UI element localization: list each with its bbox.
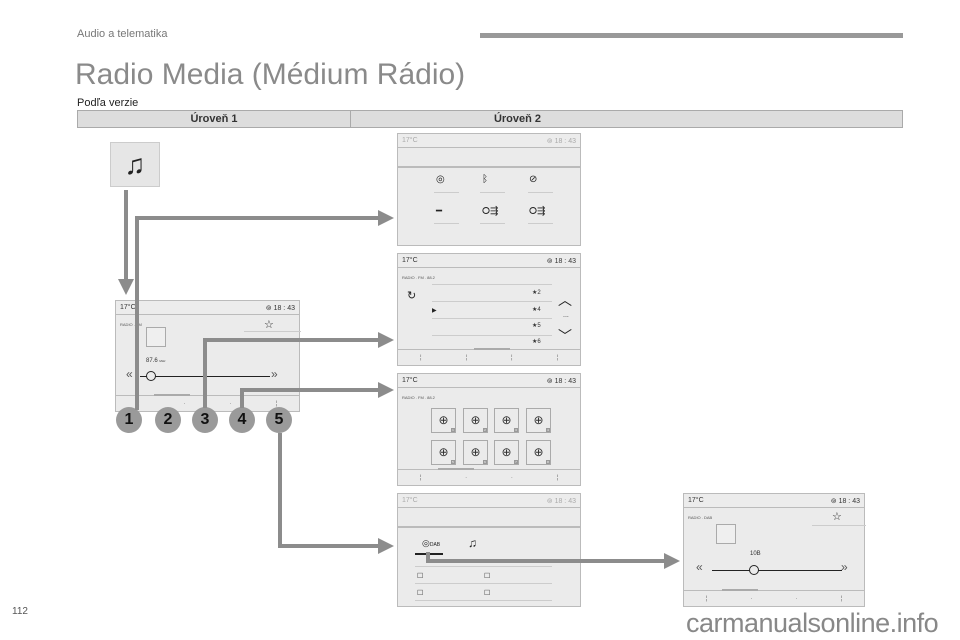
aux-icon[interactable]: ━ [436, 206, 443, 217]
preset-4[interactable]: ★4 [532, 307, 541, 313]
tuning-slider[interactable] [712, 570, 842, 571]
checkbox[interactable]: ☐ [417, 590, 424, 597]
preset-button[interactable]: ⊕8 [526, 440, 551, 465]
preset-5[interactable]: ★5 [532, 323, 541, 329]
play-icon: ▶ [432, 308, 437, 314]
usb-icon[interactable]: ⭘⇶ [482, 206, 499, 217]
checkbox[interactable]: ☐ [417, 573, 424, 580]
station-list-screen: 17°C⊚ 18 : 43 RADIO . FM . 88.2 ↻ ▶ ★2 ★… [397, 253, 581, 366]
favorite-star-icon[interactable]: ☆ [264, 319, 274, 331]
table-header: Úroveň 1 Úroveň 2 [77, 110, 903, 128]
list-item[interactable] [432, 318, 552, 319]
preset-button[interactable]: ⊕5 [431, 440, 456, 465]
more: ... [563, 312, 569, 319]
arrow-4 [240, 382, 394, 408]
preset-2[interactable]: ★2 [532, 290, 541, 296]
callout-2: 2 [155, 407, 181, 433]
checkbox[interactable]: ☐ [484, 590, 491, 597]
column-level-1: Úroveň 1 [78, 111, 351, 127]
dab-band-button[interactable]: ◎DAB [422, 538, 441, 548]
preset-button[interactable]: ⊕2 [463, 408, 488, 433]
callout-5: 5 [266, 407, 292, 433]
scroll-down-icon[interactable]: ﹀ [558, 328, 572, 344]
checkbox[interactable]: ☐ [484, 573, 491, 580]
bluetooth-icon[interactable]: ᛒ [482, 174, 488, 185]
temperature: 17°C [120, 304, 136, 311]
music-source-icon[interactable]: ♫ [468, 536, 477, 550]
channel: 10B [750, 551, 761, 557]
arrow-dab [426, 552, 680, 569]
watermark: carmanualsonline.info [686, 608, 939, 638]
section-title: Audio a telematika [77, 28, 168, 40]
preset-6[interactable]: ★6 [532, 339, 541, 345]
usb-icon-2[interactable]: ⭘⇶ [529, 206, 546, 217]
frequency: 87.6 MHz [146, 358, 166, 364]
seek-back-icon[interactable]: « [126, 367, 133, 381]
callout-3: 3 [192, 407, 218, 433]
scroll-up-icon[interactable]: ︿ [558, 292, 572, 308]
page-number: 112 [12, 606, 28, 617]
slider-knob[interactable] [146, 371, 156, 381]
seek-forward-icon[interactable]: » [271, 367, 278, 381]
list-item[interactable] [432, 301, 552, 302]
header-bar [480, 33, 903, 38]
station-logo [716, 524, 736, 544]
callout-1: 1 [116, 407, 142, 433]
preset-button[interactable]: ⊕4 [526, 408, 551, 433]
arrow-3 [203, 332, 394, 408]
preset-button[interactable]: ⊕1 [431, 408, 456, 433]
source-select-screen: 17°C⊚ 18 : 43 ◎ ᛒ ⊘ ━ ⭘⇶ ⭘⇶ [397, 133, 581, 246]
radio-icon[interactable]: ◎ [436, 174, 445, 185]
preset-button[interactable]: ⊕7 [494, 440, 519, 465]
clock: ⊚ 18 : 43 [265, 304, 295, 312]
station-logo [146, 327, 166, 347]
preset-button[interactable]: ⊕3 [494, 408, 519, 433]
subtitle: Podľa verzie [77, 97, 139, 109]
seek-back-icon[interactable]: « [696, 560, 703, 574]
refresh-icon[interactable]: ↻ [407, 290, 417, 302]
preset-button[interactable]: ⊕6 [463, 440, 488, 465]
dab-radio-screen: 17°C⊚ 18 : 43 RADIO . DAB ☆ 10B « » ¦··¦ [683, 493, 866, 607]
radio-screen-level1: 17°C⊚ 18 : 43 RADIO . FM ☆ 87.6 MHz « » … [115, 300, 301, 412]
favorite-star-icon[interactable]: ☆ [832, 511, 842, 523]
cd-icon[interactable]: ⊘ [529, 174, 538, 185]
column-level-2: Úroveň 2 [493, 113, 542, 125]
source-label: RADIO . FM [120, 322, 142, 327]
seek-forward-icon[interactable]: » [841, 560, 848, 574]
music-note-icon[interactable]: ♫ [110, 142, 160, 187]
callout-4: 4 [229, 407, 255, 433]
arrow-1 [135, 210, 394, 410]
page-title: Radio Media (Médium Rádio) [75, 58, 466, 91]
list-item[interactable] [432, 335, 552, 336]
arrow-5 [278, 433, 394, 554]
presets-screen: 17°C⊚ 18 : 43 RADIO . FM . 88.2 ⊕1 ⊕2 ⊕3… [397, 373, 581, 486]
slider-knob[interactable] [749, 565, 759, 575]
